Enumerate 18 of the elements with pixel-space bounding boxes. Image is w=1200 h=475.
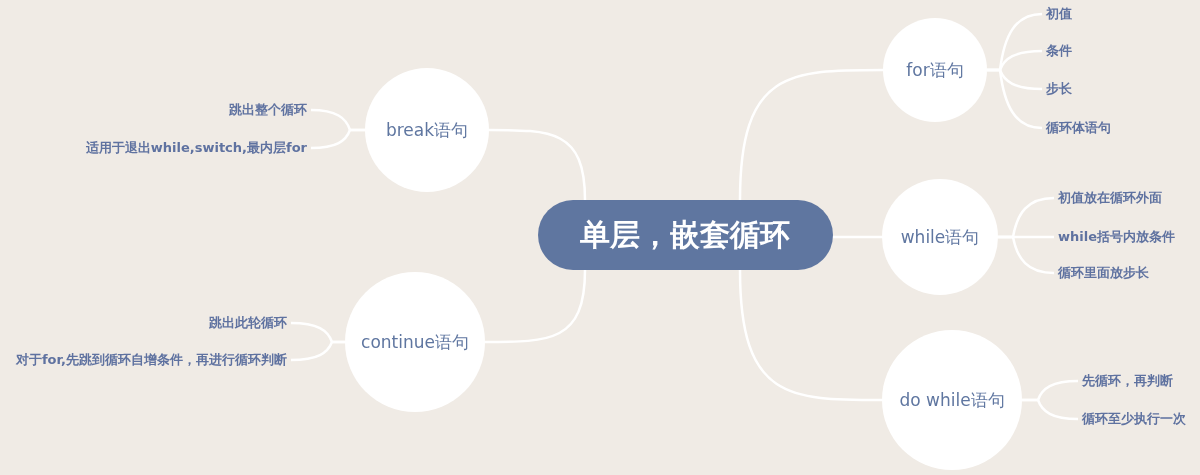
subtopic-text: 循环体语句 [1042, 119, 1111, 137]
subtopic-text: 循环至少执行一次 [1078, 410, 1186, 428]
connector-line [485, 269, 587, 344]
subtopic-text: 适用于退出while,switch,最内层for [85, 139, 311, 157]
subtopic-text: while括号内放条件 [1054, 228, 1175, 246]
subtopic-text: 初值放在循环外面 [1054, 189, 1162, 207]
subtopic-text: 先循环，再判断 [1078, 372, 1173, 390]
subtopic-text: 跳出此轮循环 [209, 314, 291, 332]
connector-line [738, 68, 883, 201]
subtopic-text: 步长 [1042, 80, 1072, 98]
subtopic-text: 条件 [1042, 42, 1072, 60]
subtopic-text: 初值 [1042, 5, 1072, 23]
subtopic-text: 循环里面放步长 [1054, 264, 1149, 282]
topic-pill: 单层，嵌套循环 [537, 200, 833, 270]
subtopic-text: 对于for,先跳到循环自增条件，再进行循环判断 [15, 351, 291, 369]
connector-line [738, 269, 882, 402]
subtopic-text: 跳出整个循环 [229, 101, 311, 119]
connector-line [489, 128, 587, 201]
